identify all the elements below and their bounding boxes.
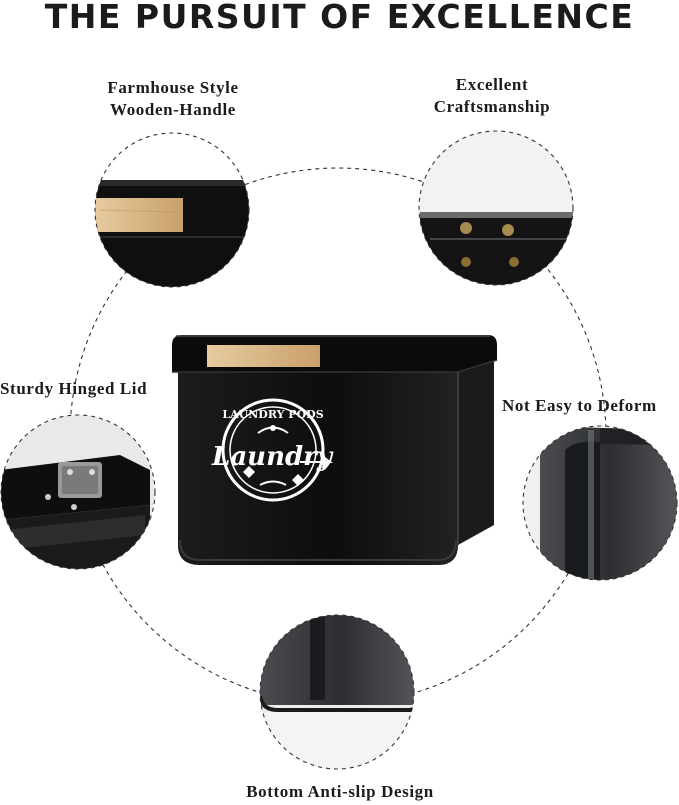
deform-detail	[522, 425, 678, 581]
hinge-icon	[45, 462, 102, 510]
box-wooden-handle	[207, 345, 320, 367]
logo-main-text: Laundry	[211, 442, 334, 472]
label-deform: Not Easy to Deform	[502, 396, 657, 415]
page-title: THE PURSUIT OF EXCELLENCE	[44, 0, 635, 36]
bottom-edge-icon	[260, 695, 414, 712]
wooden-handle-icon	[95, 198, 183, 232]
wooden-handle-detail	[94, 132, 250, 288]
craftsmanship-detail	[418, 130, 574, 286]
label-craftsmanship: Excellent Craftsmanship	[433, 75, 551, 116]
laundry-logo: LAUNDRY PODS Laundry	[211, 398, 334, 502]
bottom-edge-detail	[259, 614, 415, 770]
label-bottom: Bottom Anti-slip Design	[246, 782, 434, 801]
hinged-lid-detail	[0, 414, 156, 570]
screws-icon	[460, 222, 519, 267]
label-hinged-lid: Sturdy Hinged Lid	[0, 379, 148, 398]
laundry-box: LAUNDRY PODS Laundry	[172, 335, 498, 565]
label-wooden-handle: Farmhouse Style Wooden-Handle	[107, 78, 239, 119]
logo-top-text: LAUNDRY PODS	[222, 408, 323, 421]
